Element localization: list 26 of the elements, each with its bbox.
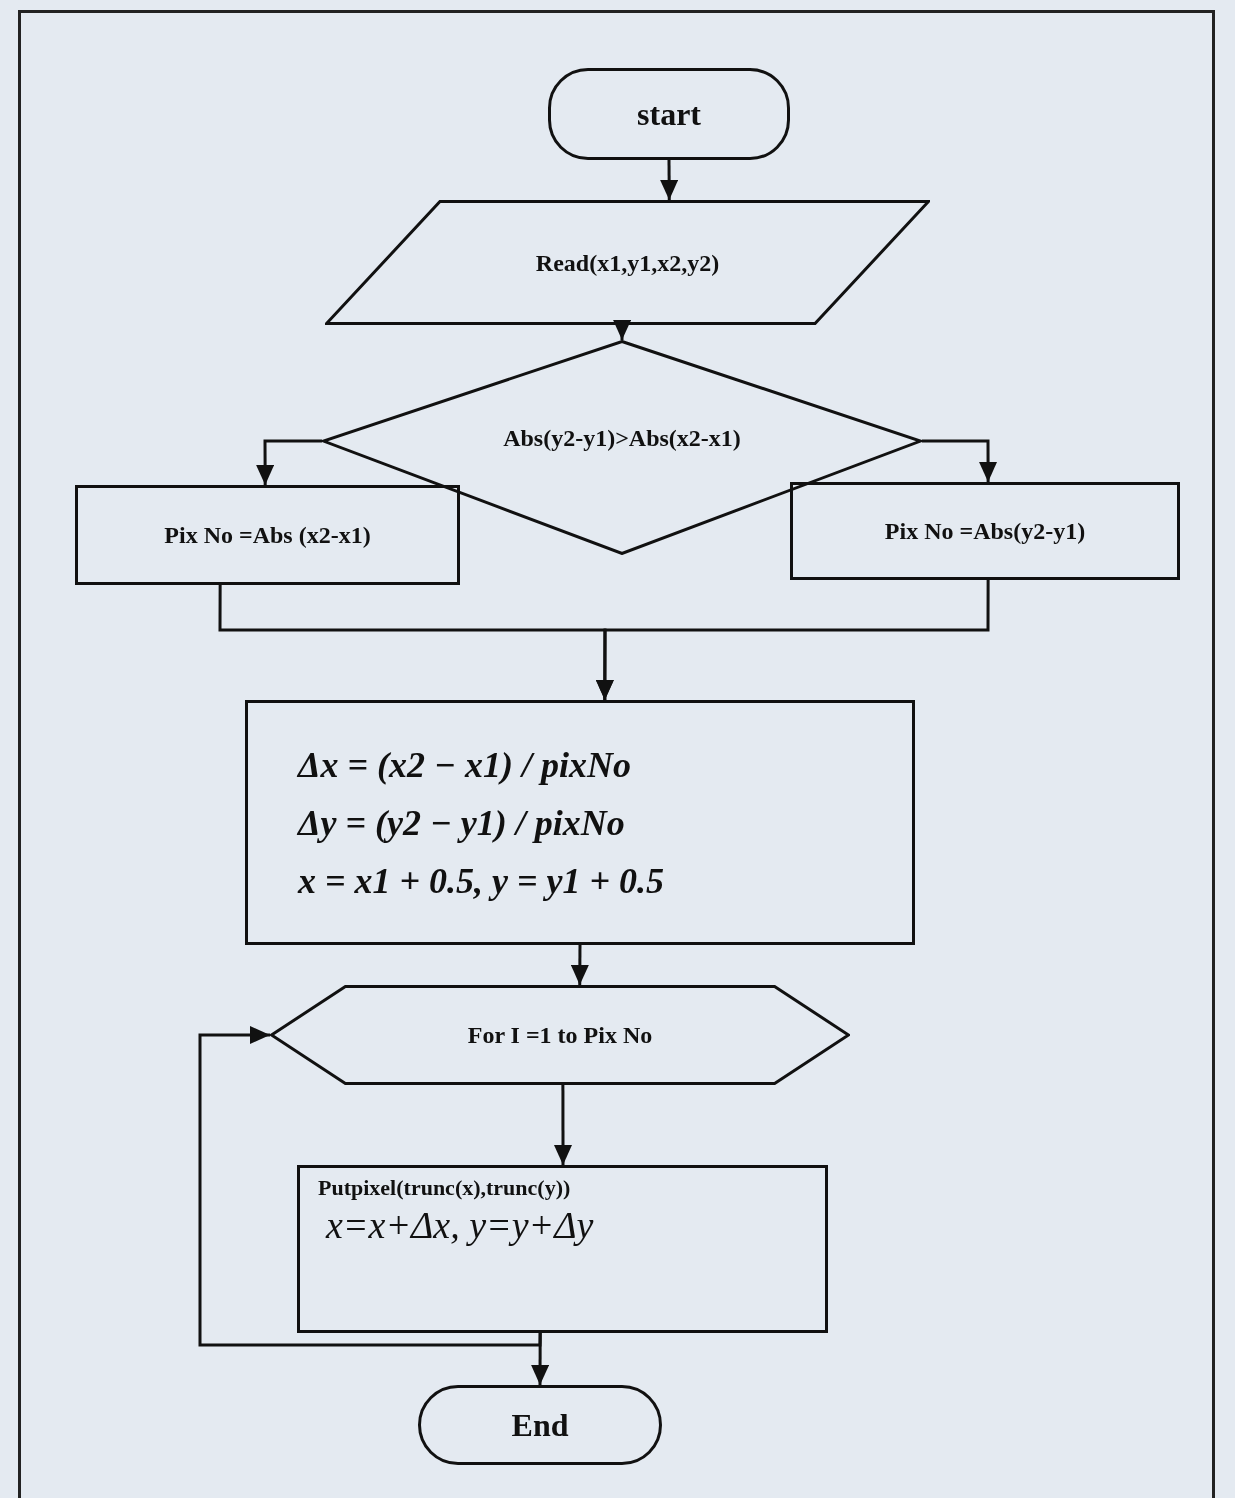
arrow bbox=[570, 945, 589, 985]
arrow bbox=[554, 1085, 572, 1165]
node-text: start bbox=[637, 95, 701, 134]
terminal-box bbox=[418, 1385, 662, 1465]
node-text: Pix No =Abs (x2-x1) bbox=[164, 521, 371, 550]
node-text: x = x1 + 0.5, y = y1 + 0.5 bbox=[298, 859, 664, 903]
node-text: Pix No =Abs(y2-y1) bbox=[884, 517, 1086, 546]
node-text: x=x+Δx, y=y+Δy bbox=[324, 1202, 594, 1248]
arrow bbox=[595, 580, 990, 700]
arrow bbox=[660, 160, 679, 200]
condition-text: Abs(y2-y1)>Abs(x2-x1) bbox=[503, 423, 741, 453]
node-text: Δx = (x2 − x1) / pixNo bbox=[298, 743, 631, 787]
arrow bbox=[922, 439, 998, 482]
arrow bbox=[613, 319, 632, 340]
terminal-box bbox=[548, 68, 790, 160]
arrow bbox=[256, 439, 322, 485]
process-box bbox=[790, 482, 1180, 580]
process-box bbox=[245, 700, 915, 945]
node-text: Read(x1,y1,x2,y2) bbox=[535, 248, 720, 278]
arrow bbox=[198, 1026, 542, 1347]
process-box bbox=[75, 485, 460, 585]
node-text: End bbox=[511, 1406, 569, 1445]
process-box bbox=[297, 1165, 828, 1333]
node-text: Putpixel(trunc(x),trunc(y)) bbox=[318, 1174, 571, 1202]
node-text: Δy = (y2 − y1) / pixNo bbox=[298, 801, 625, 845]
node-text: For I =1 to Pix No bbox=[467, 1021, 653, 1050]
